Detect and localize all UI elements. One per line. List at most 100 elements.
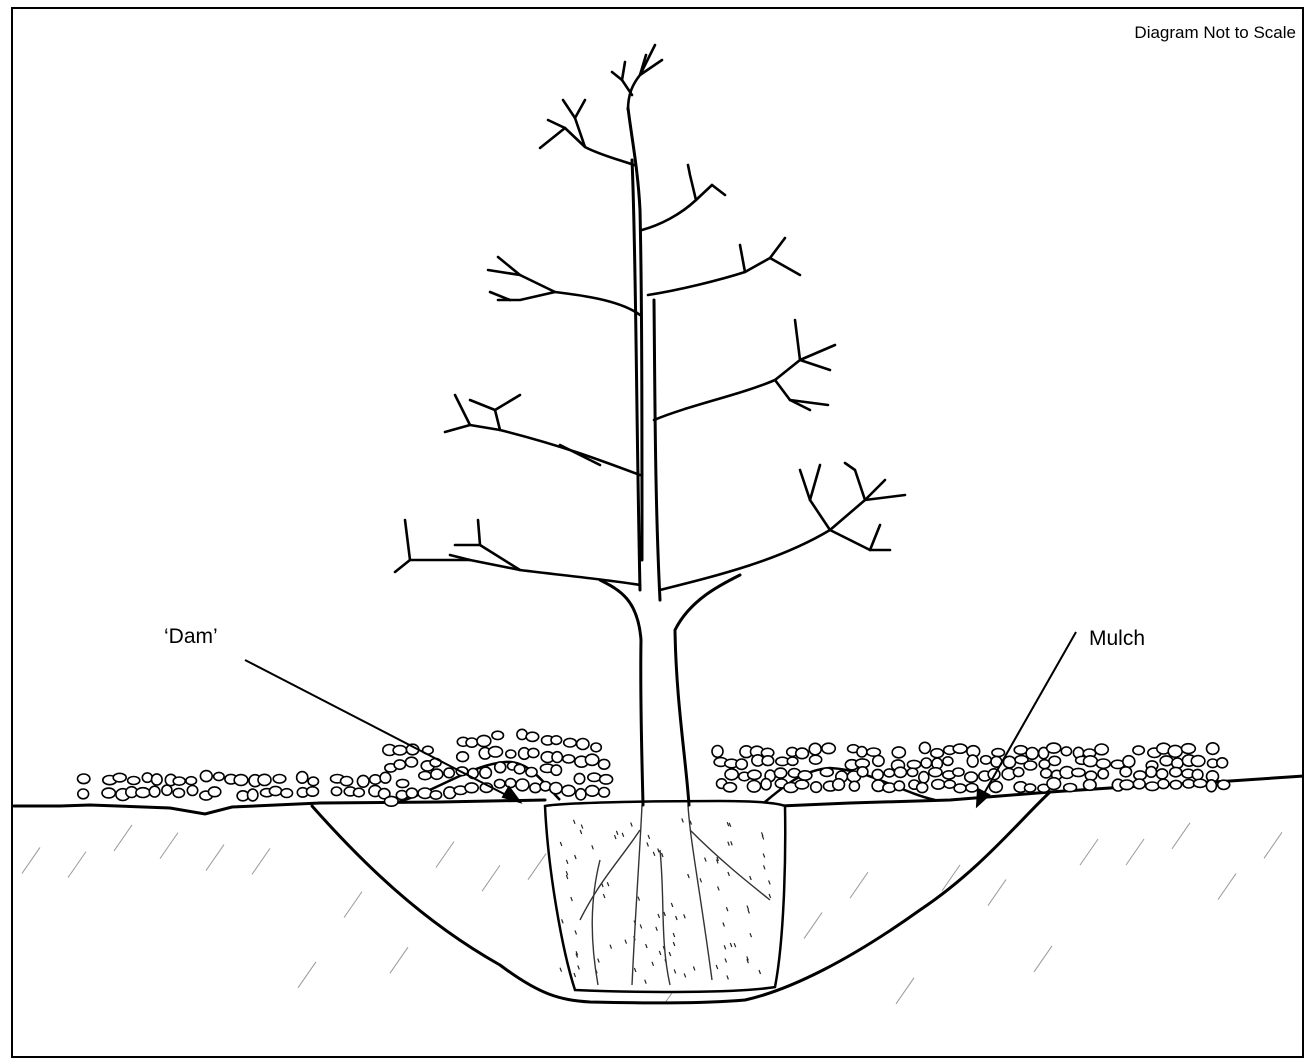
hatch-mark <box>1034 946 1052 972</box>
mulch-pebble <box>1047 778 1061 790</box>
mulch-pebble <box>370 775 381 784</box>
mulch-pebble <box>142 773 152 782</box>
mulch-pebble <box>1024 761 1037 770</box>
mulch-pebble <box>921 758 931 768</box>
mulch-pebble <box>822 743 835 753</box>
mulch-pebble <box>954 784 966 793</box>
mulch-pebble <box>809 743 821 755</box>
mulch-pebble <box>187 786 197 796</box>
mulch-pebble <box>574 773 584 784</box>
mulch-pebble <box>1158 779 1169 788</box>
mulch-pebble <box>550 783 562 794</box>
mulch-pebble <box>516 779 529 791</box>
mulch-pebble <box>385 796 399 806</box>
mulch-pebble <box>967 755 978 767</box>
mulch-pebble <box>1194 779 1207 787</box>
root-ball <box>545 801 785 992</box>
mulch-pebble <box>1207 743 1219 755</box>
mulch-pebble <box>1061 747 1071 756</box>
mulch-pebble <box>992 749 1005 757</box>
mulch-pebble <box>354 788 365 797</box>
mulch-pebble <box>444 768 454 778</box>
mulch-pebble <box>1025 784 1036 792</box>
mulch-pebble <box>577 739 589 750</box>
mulch-pebble <box>331 787 341 796</box>
mulch-pebble <box>1120 767 1131 777</box>
mulch-pebble <box>1146 767 1157 778</box>
mulch-pebble <box>761 779 771 790</box>
mulch-pebble <box>128 777 140 785</box>
tree-branches <box>395 45 905 590</box>
mulch-pebble <box>1095 744 1108 755</box>
mulch-pebble <box>258 774 271 785</box>
hatch-mark <box>344 892 362 918</box>
mulch-pebble <box>907 768 917 776</box>
mulch-pebble <box>551 765 561 775</box>
mulch-pebble <box>1047 743 1061 753</box>
hatch-mark <box>1218 874 1236 900</box>
mulch-pebble <box>393 746 407 755</box>
mulch-pebble <box>200 771 212 782</box>
mulch-pebble <box>397 779 409 787</box>
mulch-pebble <box>894 767 906 777</box>
mulch-pebble <box>489 747 503 757</box>
mulch-pebble <box>588 773 601 781</box>
mulch-pebble <box>1014 746 1027 755</box>
mulch-pebble <box>1170 767 1182 776</box>
mulch-pebble <box>297 772 308 784</box>
mulch-pebble <box>775 768 787 778</box>
hatch-mark <box>528 854 546 880</box>
mulch-pebble <box>725 769 738 780</box>
mulch-pebble <box>1170 780 1181 789</box>
soil-speck <box>560 968 562 972</box>
mulch-pebble <box>208 787 220 797</box>
mulch-pebble <box>1217 758 1228 768</box>
mulch-pebble <box>419 772 431 780</box>
mulch-pebble <box>186 777 197 785</box>
mulch-pebble <box>931 749 944 758</box>
mulch-pebble <box>1084 780 1097 791</box>
hatch-mark <box>988 880 1006 906</box>
mulch-pebble <box>981 756 992 764</box>
mulch-pebble <box>406 788 417 798</box>
mulch-pebble <box>492 731 504 739</box>
mulch-pebble <box>505 779 515 788</box>
mulch-pebble <box>1072 768 1085 776</box>
mulch-pebble <box>919 772 929 783</box>
hatch-mark <box>1172 823 1190 849</box>
mulch-pebble <box>600 775 613 784</box>
mulch-pebble <box>273 775 286 784</box>
mulch-pebble <box>357 775 369 787</box>
scale-note: Diagram Not to Scale <box>1134 24 1296 41</box>
mulch-pebble <box>307 787 319 796</box>
mulch-pebble <box>943 757 953 766</box>
mulch-pebble <box>599 788 610 798</box>
mulch-pebble <box>965 772 978 782</box>
mulch-pebble <box>136 788 150 798</box>
mulch-pebble <box>857 767 868 777</box>
hatch-mark <box>298 962 316 988</box>
mulch-arrow <box>977 632 1076 806</box>
hatch-mark <box>22 847 40 873</box>
mulch-pebble <box>162 785 172 795</box>
mulch-pebble <box>1182 744 1196 754</box>
hatch-mark <box>896 978 914 1004</box>
mulch-pebble <box>1218 780 1230 789</box>
mulch-pebble <box>551 736 562 745</box>
mulch-pebble <box>480 767 492 778</box>
mulch-pebble <box>712 746 723 758</box>
mulch-pebble <box>894 781 904 791</box>
mulch-pebble <box>465 783 478 793</box>
hatch-mark <box>804 913 822 939</box>
mulch-pebble <box>748 770 761 779</box>
mulch-pebble <box>1206 780 1216 792</box>
mulch-pebble <box>341 777 353 786</box>
mulch-pebble <box>884 769 894 777</box>
mulch-pebble <box>591 743 601 752</box>
mulch-pebble <box>406 757 418 767</box>
mulch-pebble <box>953 768 964 776</box>
mulch-pebble <box>526 732 539 741</box>
mulch-pebble <box>762 756 774 766</box>
dam-label: ‘Dam’ <box>164 626 218 647</box>
